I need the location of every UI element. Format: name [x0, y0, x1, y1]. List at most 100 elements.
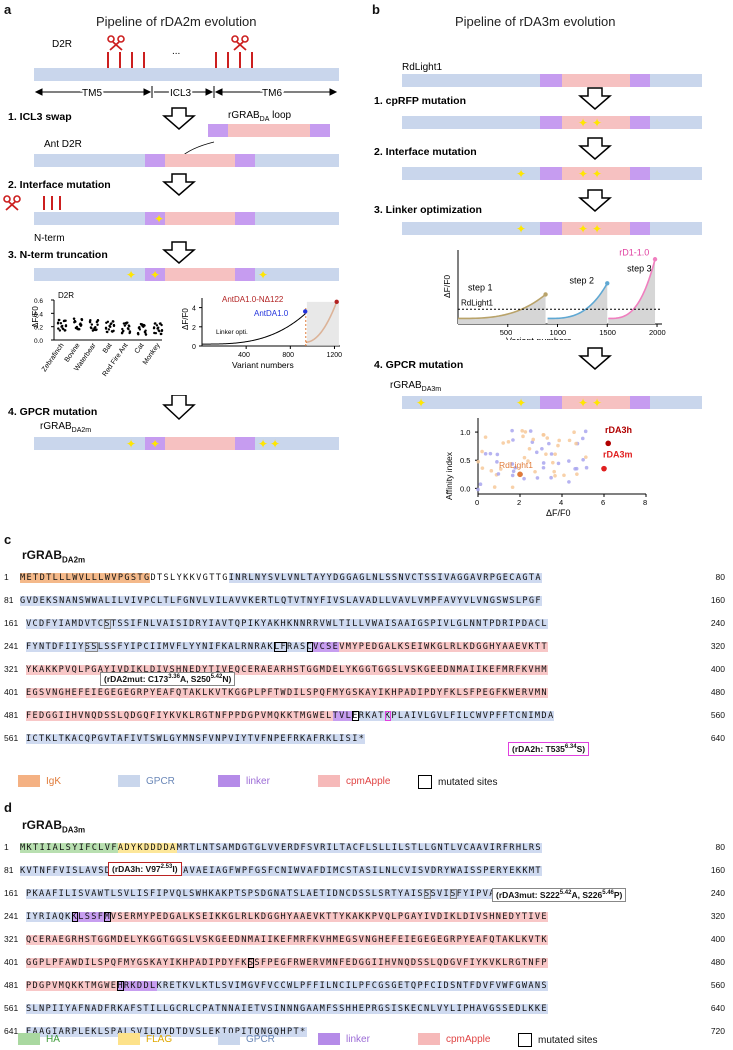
dots: ...: [172, 46, 180, 57]
d2r-bar: [34, 68, 339, 81]
seq-start-num: 81: [4, 865, 14, 875]
rgrab-da2m-label: rGRABDA2m: [40, 421, 91, 434]
x-tick-label: 1200: [326, 352, 342, 359]
down-arrow: [577, 137, 613, 160]
legend-item: GPCR: [218, 1033, 275, 1045]
seq-end-num: 160: [710, 865, 725, 875]
data-point: [95, 320, 99, 324]
data-point: [80, 318, 84, 322]
seq-text: IYRIAQKKLSSFMVSERMYPEDGALKSEIKKGLRLKDGGH…: [26, 912, 548, 922]
data-point: [63, 329, 67, 332]
seq-text: MKTIIALSYIFCLVFADYKDDDDAMRTLNTSAMDGTGLVV…: [20, 843, 542, 853]
seq-start-num: 241: [4, 641, 19, 651]
svg-text:✦: ✦: [578, 167, 588, 181]
data-point: [476, 459, 481, 464]
legend-label: mutated sites: [538, 1034, 598, 1046]
data-point: [544, 452, 548, 456]
panel-a-diagram: D2R ... TM5 ICL3 TM6 1. ICL3 swap rGRABD…: [3, 35, 339, 282]
data-point: [105, 330, 109, 334]
data-point: [89, 326, 93, 329]
cut-sites: [107, 52, 253, 68]
data-point: [511, 469, 516, 474]
seq-start-num: 401: [4, 957, 19, 967]
panel-b-letter: b: [372, 2, 380, 17]
data-point: [61, 327, 64, 330]
legend-swatch: [218, 775, 240, 787]
legend-label: GPCR: [146, 775, 175, 787]
data-point: [534, 450, 539, 455]
data-point: [553, 452, 557, 456]
data-point: [551, 460, 555, 465]
data-point: [567, 438, 572, 443]
seq-start-num: 161: [4, 888, 19, 898]
data-point: [541, 461, 546, 465]
data-point: [120, 331, 124, 335]
area-fill: [608, 259, 656, 324]
data-point: [72, 317, 76, 320]
legend-label: linker: [246, 775, 270, 787]
data-point: [541, 433, 546, 437]
data-point: [64, 324, 68, 328]
panel-a-step4: 4. GPCR mutation rGRABDA2m ✦ ✦ ✦ ✦: [8, 395, 339, 451]
seq-end-num: 320: [710, 911, 725, 921]
data-point: [533, 469, 537, 474]
data-point: [575, 472, 579, 476]
x-tick-label: Monkey: [142, 342, 162, 367]
data-point: [552, 469, 556, 474]
seq-text: YKAKKPVQLPGAYIVDIKLDIVSHNEDYTIVEQCERAEAR…: [26, 665, 548, 675]
data-point: [141, 324, 144, 328]
series-line: [547, 282, 608, 320]
data-point: [107, 328, 111, 331]
data-point: [605, 281, 610, 286]
y-axis-label: Affinity index: [444, 451, 454, 500]
seq-end-num: 240: [710, 618, 725, 628]
data-point: [125, 321, 128, 324]
annotation: Linker opti.: [216, 329, 248, 336]
data-point: [574, 441, 578, 446]
seq-text: METDTLLLWVLLLWVPGSTGDTSLYKKVGTTGINRLNYSV…: [20, 573, 542, 583]
nterm-label: N-term: [34, 233, 65, 244]
highlight-point: [605, 440, 611, 447]
seq-start-num: 641: [4, 1026, 19, 1036]
seq-end-num: 480: [710, 957, 725, 967]
seq-end-num: 400: [710, 934, 725, 944]
area-fill: [547, 283, 608, 324]
data-point: [510, 428, 514, 433]
tm6-label: TM6: [262, 88, 282, 99]
data-point: [495, 452, 500, 457]
legend-label: cpmApple: [346, 775, 391, 787]
svg-text:✦: ✦: [578, 116, 588, 130]
note-rda2h: (rDA2h: T5356.34S): [508, 742, 590, 756]
seq-text: KVTNFFVISLAVSDLLVAVLVMPWKAVAEIAGFWPFGSFC…: [20, 866, 542, 876]
data-point: [96, 323, 99, 326]
seq-text: PKAAFILISVAWTLSVLISFIPVQLSWHKAKPTSPSDGNA…: [24, 888, 550, 900]
x-tick-label: 0: [475, 498, 479, 507]
note-rda2mut: (rDA2mut: C1733.36A, S2505.42N): [100, 672, 236, 686]
chart-title: D2R: [58, 291, 74, 300]
data-point: [121, 327, 124, 331]
data-point: [303, 309, 308, 314]
seq-text: QCERAEGRHSTGGMDELYKGGTGGSLVSKGEEDNMAIIKE…: [26, 935, 548, 945]
x-tick-label: 800: [282, 352, 294, 359]
y-axis-label: ΔF/F0: [31, 306, 40, 328]
data-point: [511, 438, 515, 442]
y-tick-label: 0.6: [34, 298, 43, 305]
data-point: [556, 443, 560, 448]
star-icon: ✦: [126, 268, 136, 282]
data-point: [549, 452, 554, 456]
data-point: [122, 322, 126, 325]
point-label: RdLight1: [499, 460, 533, 470]
data-point: [112, 323, 116, 327]
tm-arrows: [34, 86, 338, 98]
series-line: [202, 312, 307, 345]
seq-text: VCDFYIAMDVTCSTSSIFNLVAISIDRYIAVTQPIKYAKH…: [26, 619, 548, 629]
data-point: [109, 325, 112, 329]
legend-swatch: [118, 1033, 140, 1045]
down-arrow: [161, 173, 197, 196]
annotation: rD1-1.0: [619, 248, 649, 258]
data-point: [90, 323, 94, 326]
data-point: [111, 330, 114, 333]
